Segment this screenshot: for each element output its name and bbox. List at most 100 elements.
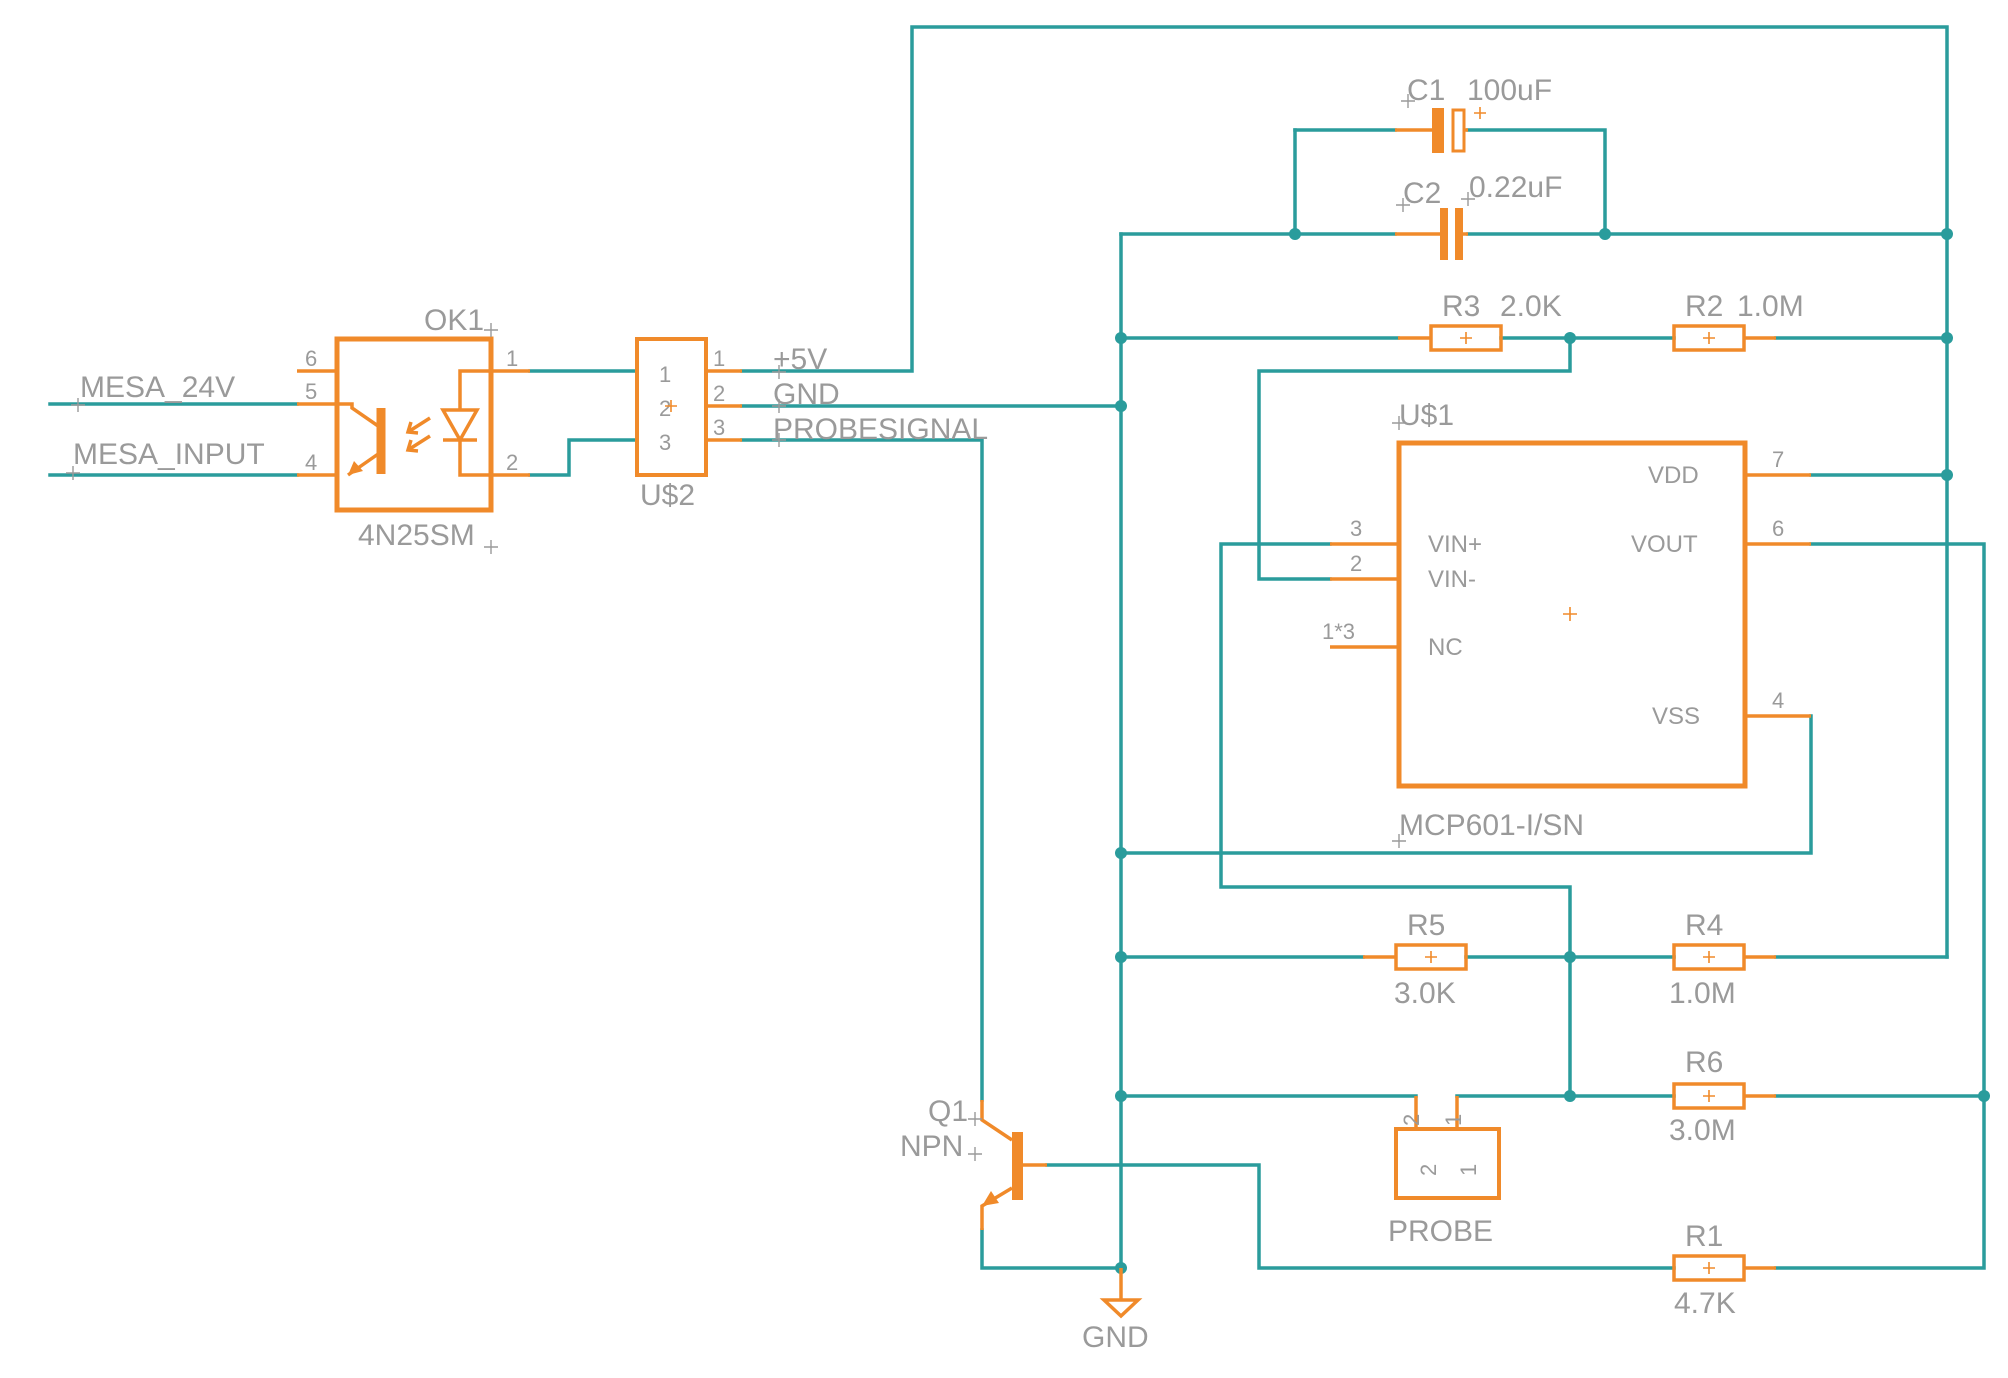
origin-mark [665, 400, 677, 412]
junction-dot [1564, 332, 1576, 344]
ground-symbol[interactable]: GND [1082, 1268, 1149, 1354]
wire-q1-emitter [980, 1228, 1123, 1270]
ok1-pin-number-1: 1 [506, 346, 518, 371]
r5-name: R5 [1407, 909, 1445, 942]
capacitor-c1[interactable]: C1 100uF [1395, 74, 1552, 153]
u1-pin-number-nc: 1*3 [1322, 619, 1355, 644]
wire-5v [740, 25, 1949, 959]
u2-name: U$2 [640, 479, 695, 512]
origin-mark [1460, 332, 1472, 344]
q1-emitter [980, 1186, 1013, 1230]
resistor-r4[interactable]: R4 1.0M [1669, 909, 1776, 1010]
origin-mark [968, 1147, 982, 1161]
c2-value: 0.22uF [1469, 171, 1562, 204]
u2-outer-pin-3: 3 [713, 415, 725, 440]
light-arrow-icon [405, 416, 431, 435]
ok1-value: 4N25SM [358, 519, 475, 552]
origin-mark [1396, 198, 1410, 212]
ok1-pin-number-2: 2 [506, 450, 518, 475]
r6-name: R6 [1685, 1046, 1723, 1079]
origin-mark [1703, 1090, 1715, 1102]
junction-dot [1978, 1090, 1990, 1102]
u1-pin-label-vout: VOUT [1631, 531, 1698, 558]
resistor-r5[interactable]: R5 3.0K [1363, 909, 1468, 1010]
q1-base-bar [1012, 1132, 1023, 1200]
r2-value: 1.0M [1737, 290, 1804, 323]
resistor-r2[interactable]: R2 1.0M [1672, 290, 1804, 352]
probe-outer-pin-1: 1 [1441, 1114, 1466, 1126]
origin-mark [1703, 951, 1715, 963]
led-anode-wire [458, 369, 491, 410]
u1-pin-number-4: 4 [1772, 688, 1784, 713]
optocoupler-ok1[interactable]: 6 5 4 1 2 OK1 4N25SM [297, 304, 530, 554]
light-arrow-icon [405, 434, 431, 453]
origin-mark [772, 365, 786, 379]
probe-inner-pin-2: 2 [1416, 1164, 1441, 1176]
r3-value: 2.0K [1500, 290, 1562, 323]
u1-pin-label-nc: NC [1428, 634, 1463, 661]
junction-dot [1564, 951, 1576, 963]
r1-name: R1 [1685, 1220, 1723, 1253]
u1-pin-label-vss: VSS [1652, 703, 1700, 730]
origin-mark [1392, 416, 1406, 430]
wire-ok1-pin2 [528, 438, 639, 477]
u1-pin-label-vdd: VDD [1648, 462, 1699, 489]
u1-name: U$1 [1399, 399, 1454, 432]
capacitor-c2[interactable]: C2 0.22uF [1395, 171, 1562, 260]
u1-pin-number-7: 7 [1772, 447, 1784, 472]
wire-q1-base [1045, 1163, 1676, 1270]
origin-mark [968, 1112, 982, 1126]
net-label-probesignal: PROBESIGNAL [773, 413, 988, 446]
probe-body [1394, 1127, 1501, 1200]
origin-mark [1392, 834, 1406, 848]
c1-value: 100uF [1467, 74, 1552, 107]
junction-dot [1564, 1090, 1576, 1102]
c1-polarity-plus [1474, 107, 1486, 119]
transistor-q1[interactable]: Q1 NPN [900, 1095, 1047, 1230]
resistor-r1[interactable]: R1 4.7K [1672, 1220, 1776, 1320]
ok1-pin-number-5: 5 [305, 379, 317, 404]
u1-pin-label-vinp: VIN+ [1428, 531, 1482, 558]
q1-emitter-arrow-icon [982, 1191, 999, 1206]
r3-name: R3 [1442, 290, 1480, 323]
junction-dot [1115, 332, 1127, 344]
origin-mark [484, 323, 498, 337]
junction-dot [1599, 228, 1611, 240]
junction-dot [1115, 400, 1127, 412]
u1-value: MCP601-I/SN [1399, 809, 1584, 842]
u2-inner-pin-1: 1 [659, 362, 671, 387]
u1-pin-label-vinm: VIN- [1428, 566, 1476, 593]
wire-vin-minus [1257, 336, 1572, 581]
probe-inner-pin-1: 1 [1456, 1164, 1481, 1176]
junction-dot [1115, 951, 1127, 963]
r6-value: 3.0M [1669, 1114, 1736, 1147]
net-label-mesa-24v: MESA_24V [80, 371, 235, 404]
net-label-5v: +5V [773, 343, 827, 376]
junctions [1115, 228, 1990, 1274]
origin-mark [1435, 228, 1447, 240]
resistor-r3[interactable]: R3 2.0K [1398, 290, 1562, 352]
ok1-pin-number-6: 6 [305, 346, 317, 371]
u2-inner-pin-3: 3 [659, 430, 671, 455]
net-label-mesa-input: MESA_INPUT [73, 438, 265, 471]
probe-connector[interactable]: 2 1 2 1 PROBE [1388, 1096, 1501, 1248]
gnd-triangle-icon [1099, 1298, 1143, 1319]
opamp-u1[interactable]: VIN+ VIN- NC VDD VOUT VSS 3 2 1*3 7 6 4 … [1322, 399, 1811, 848]
origin-mark [484, 540, 498, 554]
resistor-r6[interactable]: R6 3.0M [1669, 1046, 1776, 1147]
c1-name: C1 [1407, 74, 1445, 107]
origin-mark [1461, 192, 1475, 206]
c1-plate-solid [1432, 108, 1444, 153]
r1-value: 4.7K [1674, 1287, 1736, 1320]
probe-outer-pin-2: 2 [1399, 1114, 1424, 1126]
origin-mark [71, 398, 85, 412]
u1-pin-number-3: 3 [1350, 516, 1362, 541]
connector-u2[interactable]: 1 2 3 1 2 3 U$2 [635, 337, 742, 512]
r4-value: 1.0M [1669, 977, 1736, 1010]
ok1-name: OK1 [424, 304, 484, 337]
junction-dot [1289, 228, 1301, 240]
u1-pin-number-2: 2 [1350, 551, 1362, 576]
ok1-pin-number-4: 4 [305, 450, 317, 475]
origin-mark [772, 399, 786, 413]
probe-name: PROBE [1388, 1215, 1493, 1248]
